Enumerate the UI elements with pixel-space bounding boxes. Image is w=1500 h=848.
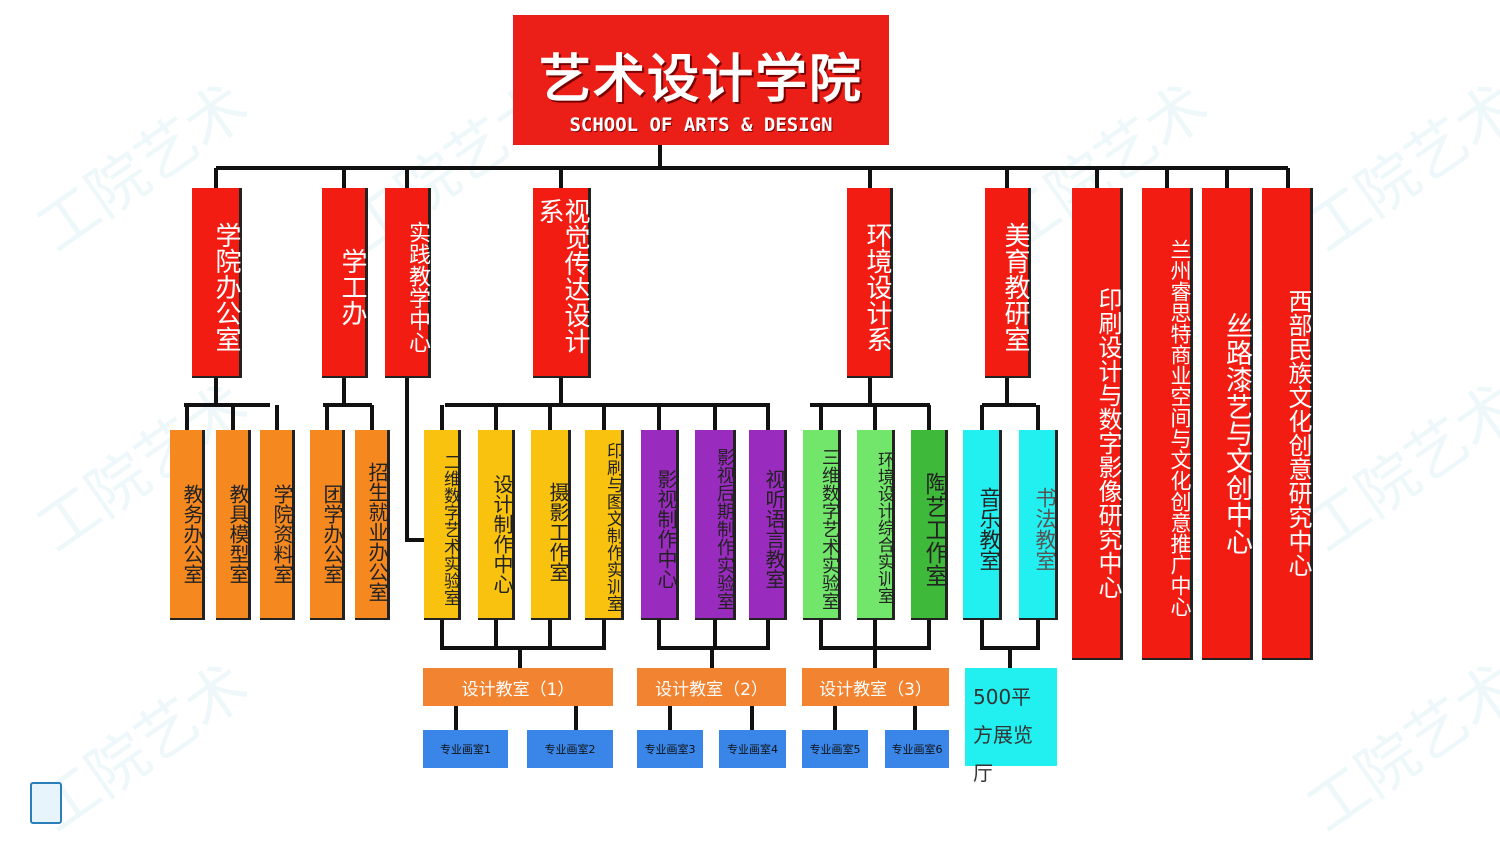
room: 二维数字艺术实验室	[424, 430, 461, 620]
room: 陶艺工作室	[911, 430, 948, 620]
room: 团学办公室	[310, 430, 345, 620]
app-logo-icon	[30, 782, 62, 824]
studio-1: 专业画室1	[423, 730, 508, 768]
studio-5: 专业画室5	[802, 730, 868, 768]
room: 教务办公室	[170, 430, 205, 620]
room: 教具模型室	[216, 430, 251, 620]
dept-aesthetic-education: 美育教研室	[985, 188, 1031, 378]
room: 摄影工作室	[531, 430, 571, 620]
room: 影视制作中心	[641, 430, 679, 620]
dept-office: 学院办公室	[192, 188, 242, 378]
center-print-digital: 印刷设计与数字影像研究中心	[1072, 188, 1123, 660]
room: 环境设计综合实训室	[857, 430, 895, 620]
room: 招生就业办公室	[355, 430, 390, 620]
dept-visual-communication: 视觉传达设计系	[533, 188, 591, 378]
studio-3: 专业画室3	[637, 730, 703, 768]
college-title: 艺术设计学院 SCHOOL OF ARTS & DESIGN	[513, 15, 889, 145]
room: 影视后期制作实验室	[695, 430, 736, 620]
room: 学院资料室	[260, 430, 295, 620]
dept-practice-center: 实践教学中心	[385, 188, 431, 378]
design-classroom-1: 设计教室（1）	[423, 668, 613, 706]
studio-4: 专业画室4	[719, 730, 786, 768]
center-lanzhou-ruisite: 兰州睿思特商业空间与文化创意推广中心	[1142, 188, 1193, 660]
dept-student-affairs: 学工办	[322, 188, 368, 378]
design-classroom-2: 设计教室（2）	[637, 668, 786, 706]
room: 音乐教室	[963, 430, 1002, 620]
room: 印刷与图文制作实训室	[585, 430, 624, 620]
studio-2: 专业画室2	[527, 730, 613, 768]
center-western-ethnic: 西部民族文化创意研究中心	[1262, 188, 1313, 660]
title-en: SCHOOL OF ARTS & DESIGN	[569, 114, 833, 136]
room: 视听语言教室	[749, 430, 787, 620]
title-cn: 艺术设计学院	[538, 50, 863, 110]
room: 设计制作中心	[478, 430, 515, 620]
room: 三维数字艺术实验室	[803, 430, 841, 620]
dept-environmental-design: 环境设计系	[847, 188, 893, 378]
room: 书法教室	[1019, 430, 1058, 620]
design-classroom-3: 设计教室（3）	[802, 668, 949, 706]
center-silk-road-lacquer: 丝路漆艺与文创中心	[1202, 188, 1253, 660]
studio-6: 专业画室6	[885, 730, 949, 768]
exhibition-hall: 500平方展览厅	[965, 668, 1057, 785]
